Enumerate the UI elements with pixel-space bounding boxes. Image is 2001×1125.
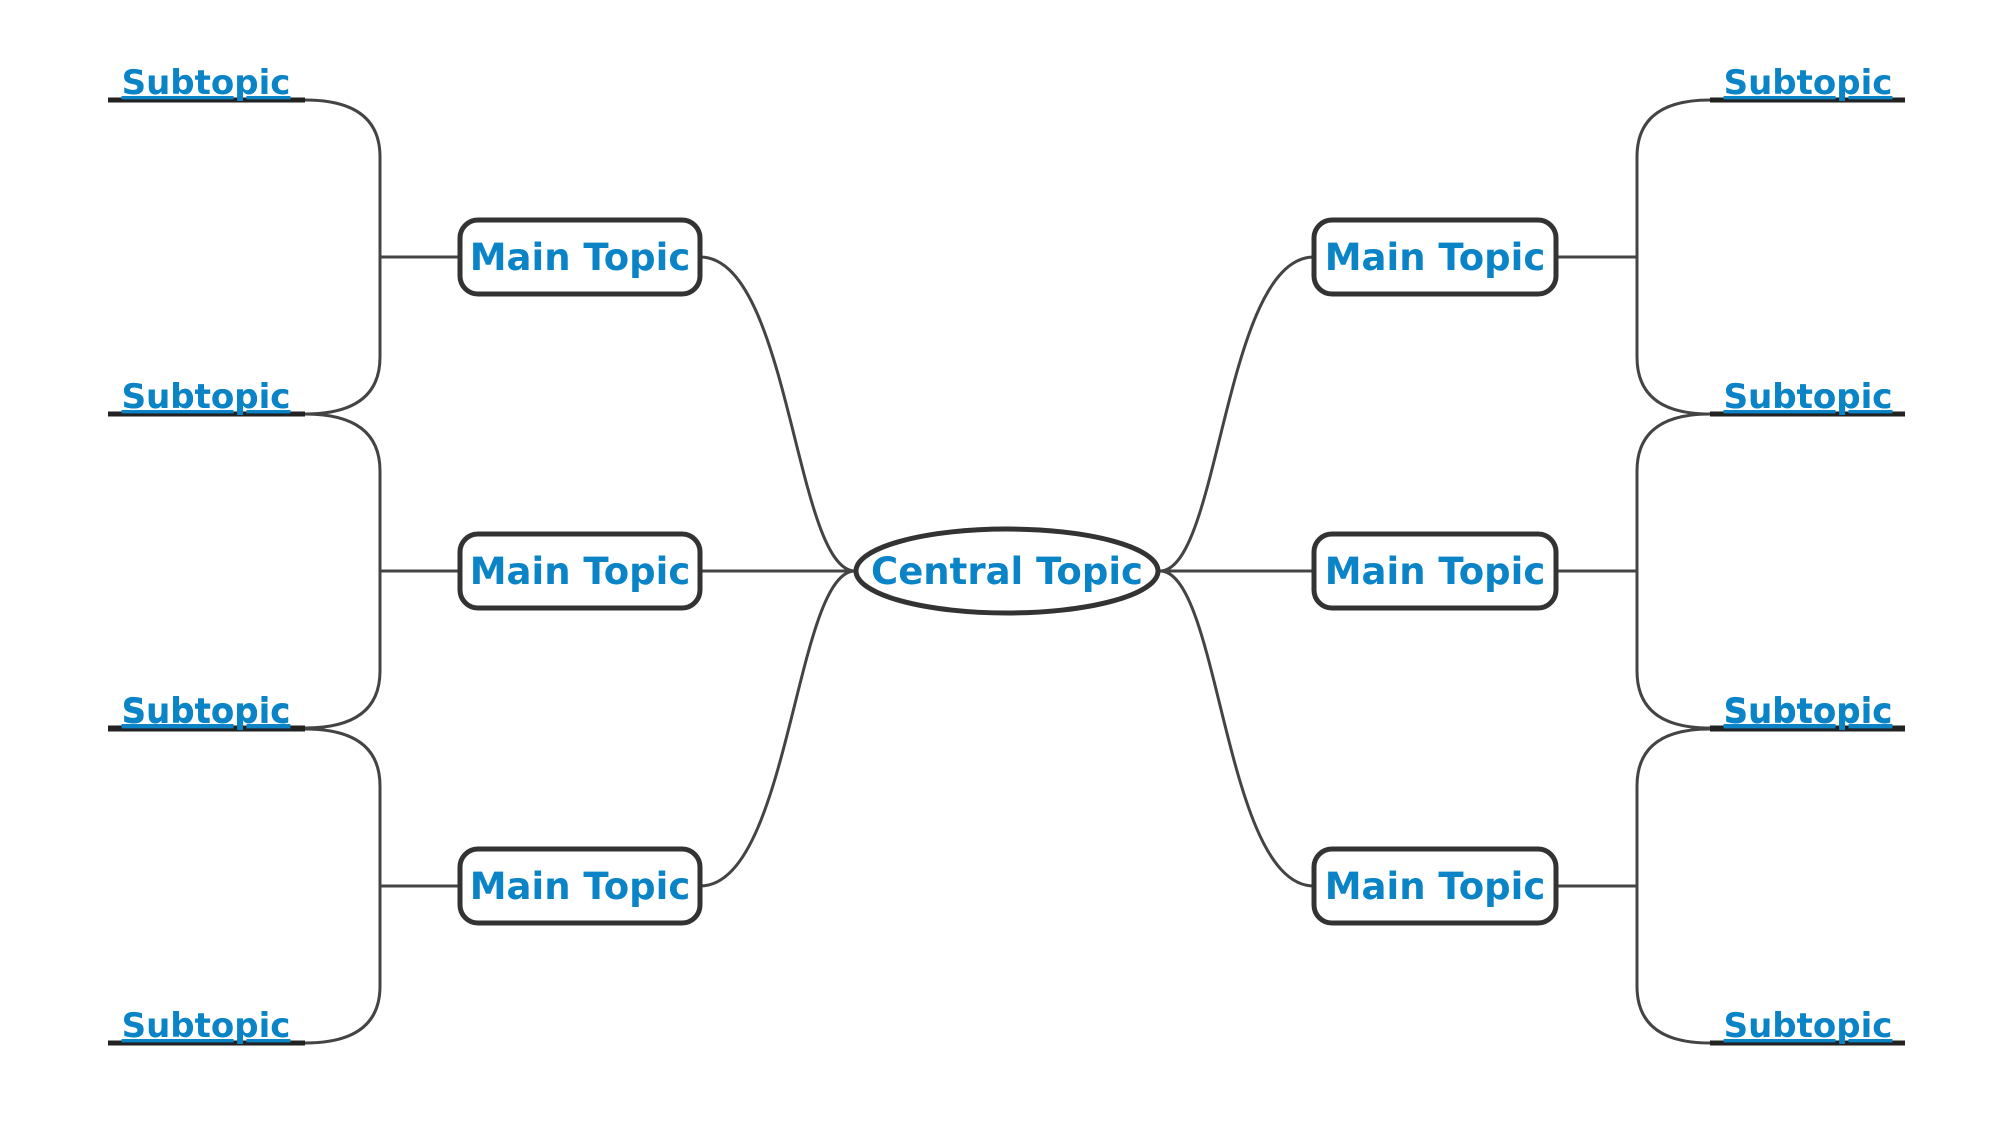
central-topic-label: Central Topic <box>871 550 1143 593</box>
main-topic-box <box>1311 846 1559 926</box>
subtopic[interactable]: Subtopic <box>108 63 305 103</box>
main-topic-label: Main Topic <box>470 865 691 908</box>
subtopic-bracket-curve <box>1635 412 1711 730</box>
main-topic[interactable]: Main Topic <box>457 846 703 926</box>
main-topic[interactable]: Main Topic <box>457 217 703 297</box>
connector-layer <box>304 98 1711 1045</box>
central-topic[interactable]: Central Topic <box>853 526 1161 616</box>
node-layer: Central Topic Main TopicSubtopicSubtopic… <box>108 63 1905 1046</box>
subtopic-bracket-curve <box>1635 98 1711 416</box>
subtopic[interactable]: Subtopic <box>108 1006 305 1046</box>
main-topic-label: Main Topic <box>1325 865 1546 908</box>
main-topic-label: Main Topic <box>1325 236 1546 279</box>
subtopic-label: Subtopic <box>122 377 291 417</box>
subtopic[interactable]: Subtopic <box>1710 1006 1905 1046</box>
main-topic-box <box>1311 531 1559 611</box>
main-topic-label: Main Topic <box>1325 550 1546 593</box>
subtopic-label: Subtopic <box>122 377 291 417</box>
main-topic-box <box>457 217 703 297</box>
subtopic-label: Subtopic <box>1724 692 1893 732</box>
subtopic-label: Subtopic <box>1724 377 1893 417</box>
subtopic-bracket-curve <box>304 727 382 1045</box>
main-connector-line <box>1159 569 1315 888</box>
subtopic-label: Subtopic <box>1724 377 1893 417</box>
subtopic-label: Subtopic <box>1724 63 1893 103</box>
main-connector-line <box>699 569 856 888</box>
subtopic-bracket-curve <box>304 98 382 416</box>
subtopic-label: Subtopic <box>122 63 291 103</box>
main-connector-line <box>699 255 856 573</box>
main-topic[interactable]: Main Topic <box>457 531 703 611</box>
main-topic[interactable]: Main Topic <box>1311 217 1559 297</box>
subtopic[interactable]: Subtopic <box>1710 692 1905 732</box>
subtopic[interactable]: Subtopic <box>1710 377 1905 417</box>
subtopic[interactable]: Subtopic <box>108 377 305 417</box>
subtopic-label: Subtopic <box>122 692 291 732</box>
subtopic-label: Subtopic <box>122 1006 291 1046</box>
subtopic-bracket-curve <box>304 412 382 730</box>
main-connector-line <box>1159 255 1315 573</box>
main-topic-box <box>457 846 703 926</box>
subtopic-label: Subtopic <box>122 691 291 731</box>
main-topic-label: Main Topic <box>470 550 691 593</box>
subtopic-label: Subtopic <box>1724 1006 1893 1046</box>
main-topic-box <box>1311 217 1559 297</box>
central-topic-shape <box>853 526 1161 616</box>
main-topic[interactable]: Main Topic <box>1311 846 1559 926</box>
subtopic-bracket-curve <box>1635 727 1711 1045</box>
subtopic[interactable]: Subtopic <box>1710 63 1905 103</box>
main-topic-label: Main Topic <box>470 236 691 279</box>
main-topic[interactable]: Main Topic <box>1311 531 1559 611</box>
subtopic[interactable]: Subtopic <box>108 692 305 732</box>
main-topic-box <box>457 531 703 611</box>
subtopic-label: Subtopic <box>1724 691 1893 731</box>
